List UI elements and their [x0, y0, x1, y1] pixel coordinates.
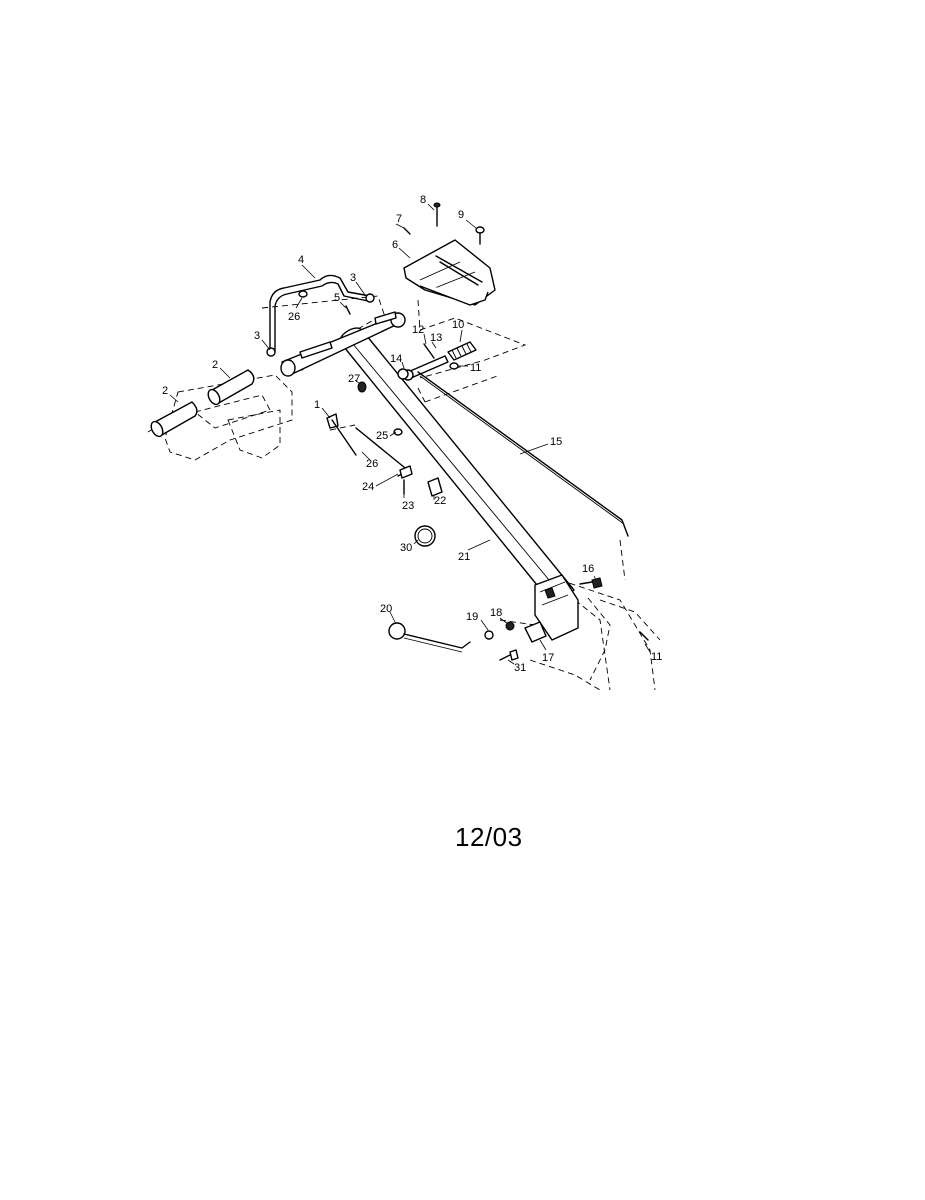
- label-part-24: 24: [362, 481, 374, 493]
- label-part-10: 10: [452, 319, 464, 331]
- label-part-9: 9: [458, 209, 464, 221]
- label-part-27: 27: [348, 373, 360, 385]
- date-code: 12/03: [455, 822, 523, 852]
- label-part-1: 1: [314, 399, 320, 411]
- hand-grips: [150, 369, 255, 438]
- label-part-25: 25: [376, 430, 388, 442]
- leader-lines: [169, 203, 651, 665]
- label-part-30: 30: [400, 542, 412, 554]
- label-part-19: 19: [466, 611, 478, 623]
- control-spring-assembly: [397, 341, 477, 381]
- label-part-12: 12: [412, 324, 424, 336]
- control-rod: [417, 371, 629, 537]
- label-part-7: 7: [396, 213, 402, 225]
- label-part-3-right: 3: [350, 272, 356, 284]
- label-part-31: 31: [514, 662, 526, 674]
- lower-hardware: [388, 577, 649, 661]
- shield: [403, 239, 496, 306]
- small-hardware: [266, 293, 443, 547]
- label-part-23: 23: [402, 500, 414, 512]
- label-part-5: 5: [334, 292, 340, 304]
- label-part-11-upper: 11: [470, 362, 481, 374]
- label-part-26-lower: 26: [366, 458, 378, 470]
- label-part-8: 8: [420, 194, 426, 206]
- label-part-18: 18: [490, 607, 502, 619]
- label-part-3-left: 3: [254, 330, 260, 342]
- label-part-26-upper: 26: [288, 311, 300, 323]
- label-part-11-lower: 11: [651, 651, 662, 663]
- label-part-2-right: 2: [212, 359, 218, 371]
- label-part-22: 22: [434, 495, 446, 507]
- handlebar: [269, 274, 406, 377]
- label-part-20: 20: [380, 603, 392, 615]
- label-part-6: 6: [392, 239, 398, 251]
- label-part-17: 17: [542, 652, 554, 664]
- label-part-16: 16: [582, 563, 594, 575]
- label-part-15: 15: [550, 436, 562, 448]
- part-number-labels: 1 2 2 3 3 4 5 6 7 8 9 10 11 11 12 13 14 …: [162, 194, 662, 674]
- label-part-4: 4: [298, 254, 304, 266]
- label-part-14: 14: [390, 353, 402, 365]
- label-part-13: 13: [430, 332, 442, 344]
- label-part-2-left: 2: [162, 385, 168, 397]
- shield-fasteners: [403, 202, 485, 245]
- label-part-21: 21: [458, 551, 470, 563]
